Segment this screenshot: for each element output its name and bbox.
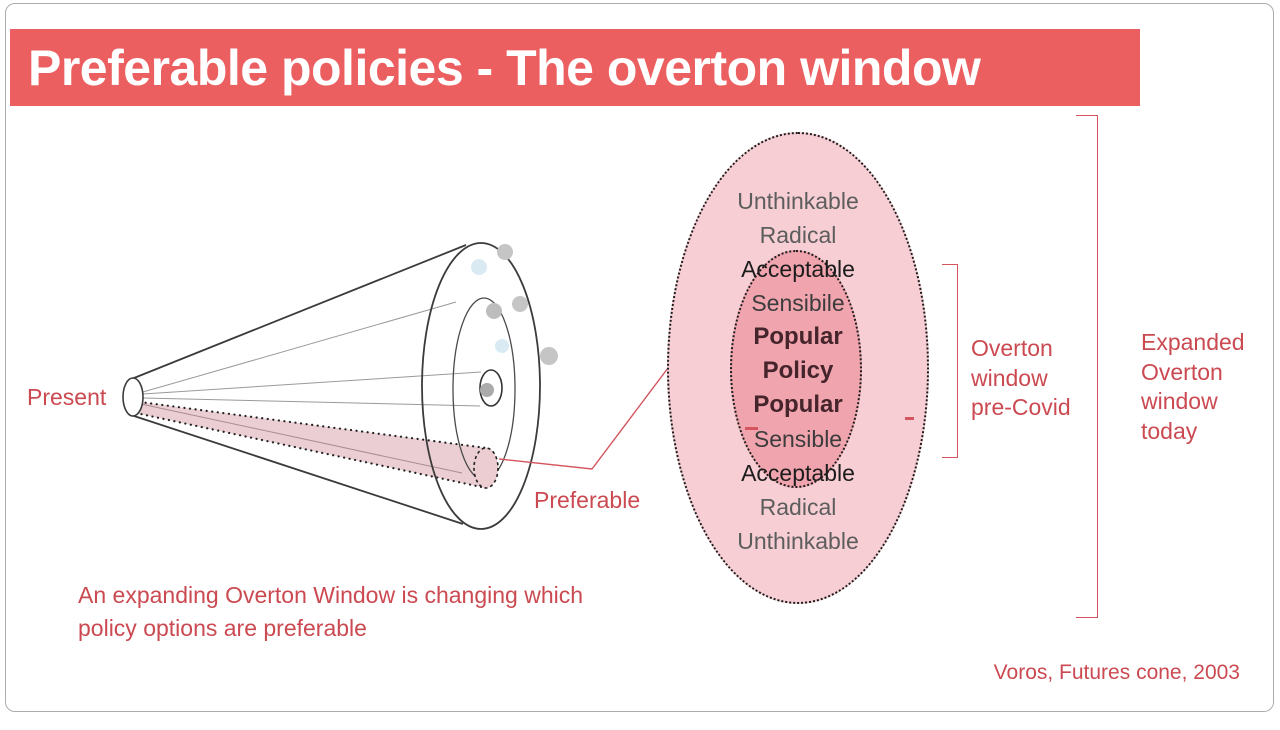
policy-row: Popular [753, 323, 843, 350]
title-banner: Preferable policies - The overton window [10, 29, 1140, 106]
preferable-label: Preferable [534, 487, 641, 513]
scenario-dots [471, 244, 558, 397]
cone-interior-lines [140, 301, 482, 474]
slide-caption: An expanding Overton Window is changing … [78, 582, 584, 641]
preferable-beam [136, 402, 486, 488]
policy-row: Acceptable [741, 256, 855, 282]
connector-line [498, 367, 669, 470]
present-label: Present [27, 384, 107, 410]
overton-inner-ellipse [730, 250, 862, 488]
futures-cone-diagram [122, 242, 669, 530]
policy-row: Radical [759, 222, 837, 248]
red-tick-right [905, 417, 914, 420]
slide-border [5, 3, 1274, 712]
policy-row: Sensible [753, 426, 843, 452]
red-tick-left [745, 427, 758, 430]
cone-apex-ellipse [122, 377, 144, 417]
policy-row: Sensibile [751, 290, 845, 316]
cone-outer-ellipse [421, 242, 541, 530]
overton-policy-rows: Unthinkable Radical Acceptable Sensibile… [667, 184, 929, 558]
policy-row: Acceptable [741, 460, 855, 486]
bracket-today [1076, 115, 1098, 618]
policy-row: Unthinkable [737, 188, 859, 214]
policy-row: Radical [759, 494, 837, 520]
page-title: Preferable policies - The overton window [28, 39, 981, 96]
overton-today-label: Expanded Overton window today [1141, 329, 1245, 444]
policy-row: Popular [753, 391, 843, 418]
citation: Voros, Futures cone, 2003 [993, 661, 1240, 684]
bracket-pre-covid [942, 264, 958, 458]
preferable-beam-cap [473, 447, 499, 489]
overton-pre-covid-label: Overton window pre-Covid [971, 335, 1071, 420]
cone-outline [128, 244, 467, 525]
preferable-beam-dotted-edges [134, 400, 488, 490]
policy-row: Policy [762, 357, 834, 384]
policy-row: Unthinkable [737, 528, 859, 554]
